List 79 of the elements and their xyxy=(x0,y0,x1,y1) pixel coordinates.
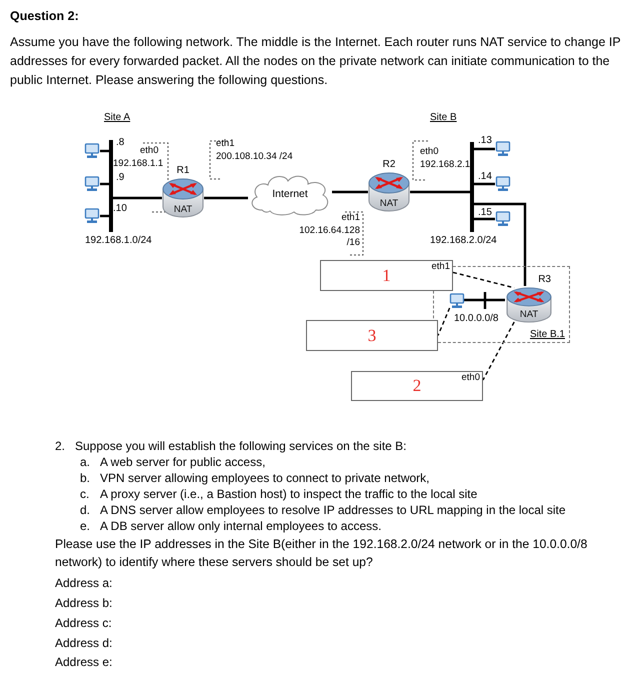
list-text: Suppose you will establish the following services on the site B: xyxy=(75,438,407,454)
dashed-link xyxy=(437,308,450,336)
answer-box xyxy=(306,320,438,351)
interface-label: 192.168.2.1 xyxy=(420,159,470,171)
dashed-link xyxy=(482,322,515,380)
list-text: A DB server allow only internal employees to access. xyxy=(100,518,382,534)
list-text: A web server for public access, xyxy=(100,454,266,470)
list-text: Address e: xyxy=(55,654,112,670)
paragraph: Assume you have the following network. The middle is the Internet. Each router runs NAT service to change IP addresses for every forwarded packet. All the nodes on the private network can initiate communication to the public Internet. Please answering the following questions. xyxy=(10,34,622,89)
router xyxy=(506,273,552,323)
address-label: .14 xyxy=(478,171,492,182)
network-link xyxy=(332,190,368,194)
list-text: 2. xyxy=(55,438,66,454)
network-link xyxy=(113,196,162,200)
cloud-label: Internet xyxy=(272,188,308,200)
list-text: d. xyxy=(80,502,90,518)
site-label: Site A xyxy=(104,112,130,123)
site-label: Site B xyxy=(430,112,457,123)
interface-label: eth0 xyxy=(462,372,480,383)
list-text: Address c: xyxy=(55,615,112,631)
network-link xyxy=(474,218,495,220)
computer-icon xyxy=(495,211,511,227)
router xyxy=(162,164,204,218)
router-label: R2 xyxy=(382,158,396,172)
answer-box xyxy=(320,260,453,291)
network-link xyxy=(474,202,526,286)
address-label: .15 xyxy=(478,207,492,218)
nat-label: NAT xyxy=(174,204,192,215)
list-text: b. xyxy=(80,470,90,486)
interface-label: 200.108.10.34 /24 xyxy=(216,151,294,163)
router-label: R1 xyxy=(176,164,190,178)
interface-label: eth0 xyxy=(420,146,438,158)
box-number: 1 xyxy=(382,266,391,286)
network-link xyxy=(464,298,505,302)
network-bus xyxy=(470,142,474,232)
computer-icon xyxy=(84,208,100,224)
address-label: 192.168.2.0/24 xyxy=(430,235,497,246)
computer-icon xyxy=(449,293,465,309)
interface-label: 102.16.64.128 /16 xyxy=(298,225,360,249)
list-text: e. xyxy=(80,518,90,534)
site-label: Site B.1 xyxy=(530,329,565,340)
box-number: 3 xyxy=(368,326,376,346)
address-label: .9 xyxy=(116,172,124,183)
network-link xyxy=(410,190,470,194)
interface-label: eth1 xyxy=(340,212,360,224)
list-text: A proxy server (i.e., a Bastion host) to inspect the traffic to the local site xyxy=(100,486,478,502)
router-label: R3 xyxy=(537,273,552,287)
list-text: VPN server allowing employees to connect to private network, xyxy=(100,470,430,486)
list-text: Address d: xyxy=(55,635,112,651)
nat-label: NAT xyxy=(380,198,398,209)
list-text: c. xyxy=(80,486,90,502)
address-label: .10 xyxy=(113,203,127,214)
box-number: 2 xyxy=(412,376,422,396)
address-label: 10.0.0.0/8 xyxy=(454,313,498,324)
paragraph: Please use the IP addresses in the Site B(either in the 192.168.2.0/24 network or in the 10.0.0.0/8 network) to identify where these servers should be set up? xyxy=(55,536,588,571)
interface-label: 192.168.1.1 xyxy=(113,158,164,170)
router xyxy=(368,158,410,212)
network-bus xyxy=(109,140,113,232)
address-label: 192.168.1.0/24 xyxy=(85,235,152,246)
list-text: a. xyxy=(80,454,90,470)
nat-label: NAT xyxy=(520,309,538,320)
network-link xyxy=(204,196,248,200)
computer-icon xyxy=(84,143,100,159)
question-title: Question 2: xyxy=(10,9,79,23)
list-text: A DNS server allow employees to resolve IP addresses to URL mapping in the local site xyxy=(100,502,566,518)
list-text: Address b: xyxy=(55,595,112,611)
network-link xyxy=(474,182,495,186)
interface-label: eth0 xyxy=(140,145,158,157)
computer-icon xyxy=(495,176,511,192)
computer-icon xyxy=(84,176,100,192)
address-label: .8 xyxy=(116,137,124,148)
computer-icon xyxy=(495,141,511,157)
address-label: .13 xyxy=(478,135,492,146)
interface-label: eth1 xyxy=(432,261,450,272)
list-text: Address a: xyxy=(55,575,112,591)
dashed-link xyxy=(452,272,514,288)
answer-box xyxy=(351,371,483,401)
network-link xyxy=(474,148,495,150)
interface-label: eth1 xyxy=(216,138,234,150)
